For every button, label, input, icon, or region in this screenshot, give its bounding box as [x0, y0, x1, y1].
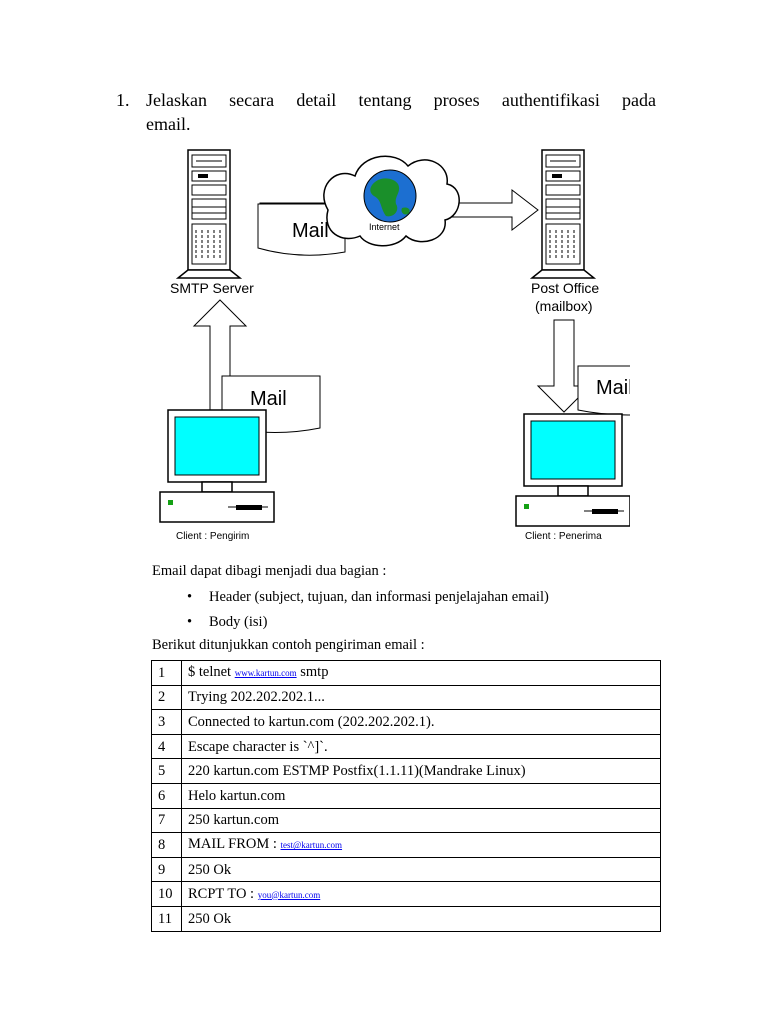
question-text-line1: Jelaskan secara detail tentang proses au… [146, 90, 656, 110]
post-office-label-line1: Post Office [531, 280, 599, 296]
rcpt-to-link[interactable]: you@kartun.com [257, 889, 321, 900]
command-cell: RCPT TO : you@kartun.com [181, 881, 661, 907]
internet-label: Internet [369, 222, 400, 232]
row-number: 9 [151, 856, 182, 883]
globe-icon [363, 169, 417, 223]
receiver-computer-icon [515, 413, 630, 527]
post-office-server-icon [531, 149, 595, 279]
mail-label-top: Mail [292, 220, 329, 242]
row-number: 5 [151, 758, 182, 784]
command-cell: Escape character is `^]`. [181, 733, 661, 760]
command-cell: 250 Ok [181, 856, 661, 883]
row-number: 11 [151, 905, 182, 932]
command-cell: MAIL FROM : test@kartun.com [181, 832, 661, 858]
mail-label-left: Mail [250, 388, 287, 410]
post-office-label-line2: (mailbox) [535, 298, 593, 314]
row-number: 2 [151, 684, 182, 711]
smtp-server-icon [177, 149, 241, 279]
question-number: 1. [116, 90, 130, 110]
mail-envelope-right [577, 365, 630, 416]
row-number: 1 [151, 660, 182, 686]
arrow-down-to-receiver [536, 319, 592, 413]
row-number: 10 [151, 881, 182, 907]
row-number: 8 [151, 832, 182, 858]
mail-from-link[interactable]: test@kartun.com [280, 840, 343, 851]
intro-text: Email dapat dibagi menjadi dua bagian : [152, 563, 387, 579]
kartun-link[interactable]: www.kartun.com [234, 668, 297, 679]
smtp-server-label: SMTP Server [170, 280, 254, 296]
list-item: Header (subject, tujuan, dan informasi p… [187, 588, 549, 613]
bullet-list: Header (subject, tujuan, dan informasi p… [187, 588, 549, 638]
client-receiver-label: Client : Penerima [525, 531, 602, 542]
command-cell: Trying 202.202.202.1... [181, 684, 661, 711]
question-text-line2: email. [146, 114, 191, 134]
list-item: Body (isi) [187, 613, 549, 638]
mail-envelope-top [257, 203, 346, 256]
sender-computer-icon [159, 409, 275, 523]
mail-label-right: Mail [596, 377, 630, 399]
row-number: 4 [151, 733, 182, 760]
command-cell: 250 kartun.com [181, 807, 661, 834]
command-cell: Connected to kartun.com (202.202.202.1). [181, 709, 661, 735]
row-number: 3 [151, 709, 182, 735]
row-number: 6 [151, 782, 182, 809]
command-cell: 250 Ok [181, 905, 661, 932]
command-cell: 220 kartun.com ESTMP Postfix(1.1.11)(Man… [181, 758, 661, 784]
command-cell: Helo kartun.com [181, 782, 661, 809]
command-cell: $ telnet www.kartun.com smtp [181, 660, 661, 686]
email-flow-diagram: SMTP Server Post Office (mailbox) Mail I… [159, 149, 630, 542]
row-number: 7 [151, 807, 182, 834]
client-sender-label: Client : Pengirim [176, 531, 249, 542]
example-intro-text: Berikut ditunjukkan contoh pengiriman em… [152, 637, 425, 653]
table-row: 1$ telnet www.kartun.com smtp [151, 660, 661, 686]
